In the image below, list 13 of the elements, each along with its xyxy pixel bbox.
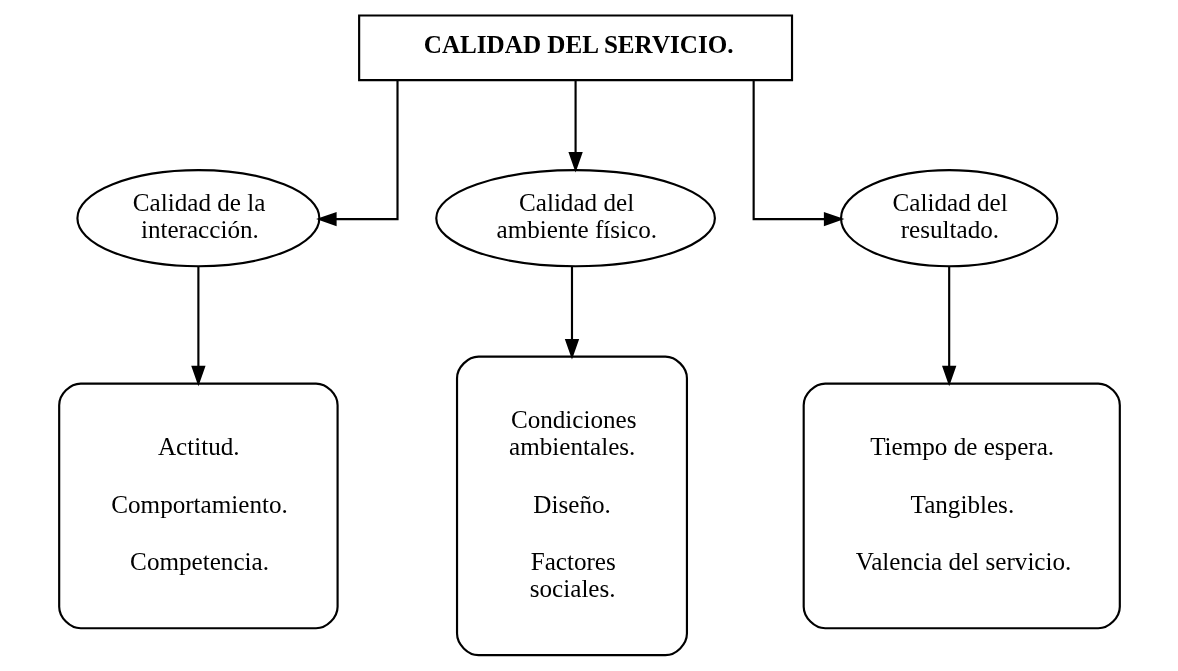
node-ellipse: Calidad del ambiente físico. [434,169,716,268]
arrow [315,80,399,227]
node-ellipse: Calidad del resultado. [839,169,1058,268]
node-box: CALIDAD DEL SERVICIO. [357,14,793,82]
arrow [567,80,583,173]
node-box: Condiciones ambientales. Diseño. Factores sociales. [455,355,688,657]
arrow [564,267,579,360]
node-box: Tiempo de espera. Tangibles. Valencia del servicio. [802,382,1121,630]
arrow [190,267,206,387]
node-ellipse: Calidad de la interacción. [75,169,320,268]
node-box: Actitud. Comportamiento. Competencia. [57,382,339,630]
arrow [752,80,844,227]
arrow [941,267,956,387]
